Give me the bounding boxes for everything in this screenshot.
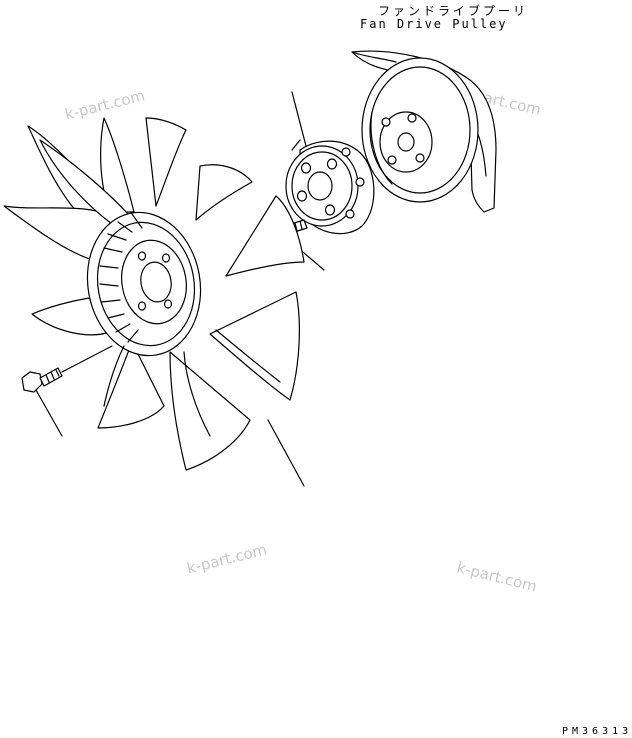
- fan-leader-line: [267, 419, 305, 487]
- cooling-fan: [3, 117, 305, 471]
- drawing-number: PM36313: [562, 726, 632, 737]
- pulley-title-english: Fan Drive Pulley: [360, 17, 508, 31]
- spacer-leader-line: [291, 91, 307, 147]
- fan-spacer: [285, 139, 375, 235]
- fan-drive-pulley: [351, 50, 497, 213]
- pulley-title-japanese: ファンドライブプーリ: [378, 4, 529, 18]
- fan-bolt-leader-line: [35, 389, 63, 437]
- fan-bolt: [21, 345, 113, 393]
